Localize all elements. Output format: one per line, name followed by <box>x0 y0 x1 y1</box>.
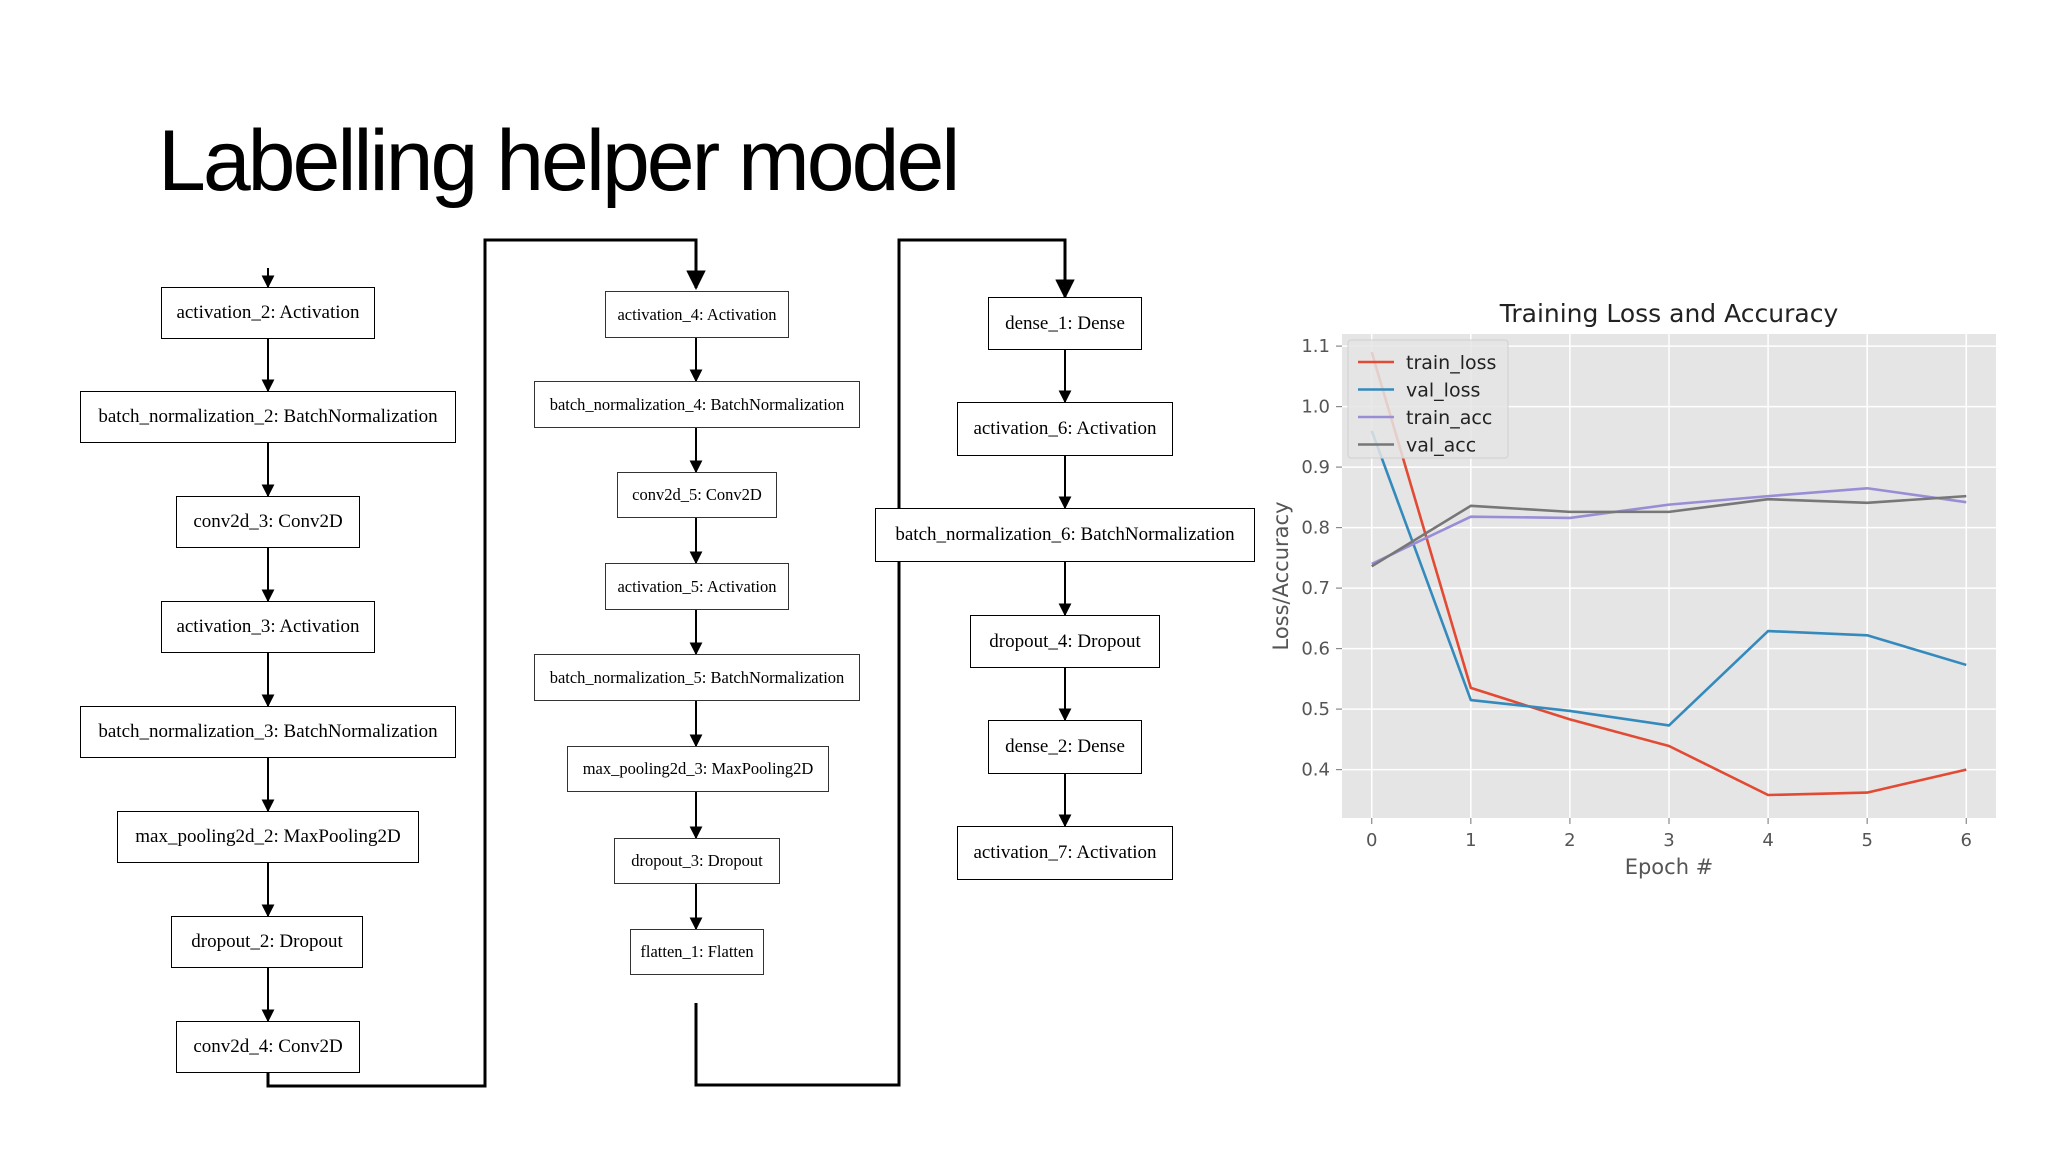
y-tick-label: 0.4 <box>1301 760 1330 781</box>
node-batch-normalization-5: batch_normalization_5: BatchNormalizatio… <box>534 654 860 701</box>
edge-n8-n9 <box>266 238 706 1088</box>
node-dropout-4: dropout_4: Dropout <box>970 615 1160 668</box>
x-tick-label: 4 <box>1762 830 1773 851</box>
plot-area <box>1342 334 1996 818</box>
y-tick-label: 0.6 <box>1301 639 1330 660</box>
x-tick-label: 5 <box>1861 830 1872 851</box>
node-activation-4: activation_4: Activation <box>605 291 789 338</box>
y-tick-label: 1.1 <box>1301 336 1330 357</box>
legend-label: val_loss <box>1406 380 1480 402</box>
legend-label: train_loss <box>1406 352 1496 374</box>
series-line-train-acc <box>1371 486 1967 566</box>
legend-label: val_acc <box>1406 435 1476 457</box>
node-activation-5: activation_5: Activation <box>605 563 789 610</box>
legend-label: train_acc <box>1406 407 1492 429</box>
node-batch-normalization-2: batch_normalization_2: BatchNormalizatio… <box>80 391 456 443</box>
x-tick-label: 2 <box>1564 830 1575 851</box>
y-tick-label: 0.5 <box>1301 699 1330 720</box>
node-dense-1: dense_1: Dense <box>988 297 1142 350</box>
node-conv2d-3: conv2d_3: Conv2D <box>176 496 360 548</box>
node-activation-2: activation_2: Activation <box>161 287 375 339</box>
edge-n16-n17 <box>694 238 1075 1087</box>
node-conv2d-5: conv2d_5: Conv2D <box>617 472 777 518</box>
y-tick-label: 1.0 <box>1301 397 1330 418</box>
node-activation-7: activation_7: Activation <box>957 826 1173 880</box>
series-line-val-loss <box>1370 430 1967 727</box>
y-tick-label: 0.8 <box>1301 518 1330 539</box>
series-line-train-loss <box>1370 351 1967 797</box>
x-tick-label: 3 <box>1663 830 1674 851</box>
node-max-pooling2d-2: max_pooling2d_2: MaxPooling2D <box>117 811 419 863</box>
legend-box <box>1347 339 1509 459</box>
x-tick-label: 0 <box>1366 830 1377 851</box>
node-batch-normalization-4: batch_normalization_4: BatchNormalizatio… <box>534 381 860 428</box>
x-axis-label: Epoch # <box>1625 855 1714 879</box>
node-dropout-3: dropout_3: Dropout <box>614 838 780 884</box>
node-conv2d-4: conv2d_4: Conv2D <box>176 1021 360 1073</box>
page-title: Labelling helper model <box>158 113 960 209</box>
node-max-pooling2d-3: max_pooling2d_3: MaxPooling2D <box>567 746 829 792</box>
x-tick-label: 1 <box>1465 830 1476 851</box>
x-tick-label: 6 <box>1961 830 1972 851</box>
node-activation-3: activation_3: Activation <box>161 601 375 653</box>
node-dense-2: dense_2: Dense <box>988 720 1142 774</box>
node-dropout-2: dropout_2: Dropout <box>171 916 363 968</box>
node-batch-normalization-3: batch_normalization_3: BatchNormalizatio… <box>80 706 456 758</box>
y-tick-label: 0.9 <box>1301 457 1330 478</box>
chart-title: Training Loss and Accuracy <box>1499 299 1839 328</box>
node-flatten-1: flatten_1: Flatten <box>630 929 764 975</box>
y-tick-label: 0.7 <box>1301 578 1330 599</box>
y-axis-label: Loss/Accuracy <box>1269 501 1293 650</box>
node-batch-normalization-6: batch_normalization_6: BatchNormalizatio… <box>875 508 1255 562</box>
series-line-val-acc <box>1371 494 1967 568</box>
node-activation-6: activation_6: Activation <box>957 402 1173 456</box>
diagram-connectors <box>261 238 1075 1088</box>
